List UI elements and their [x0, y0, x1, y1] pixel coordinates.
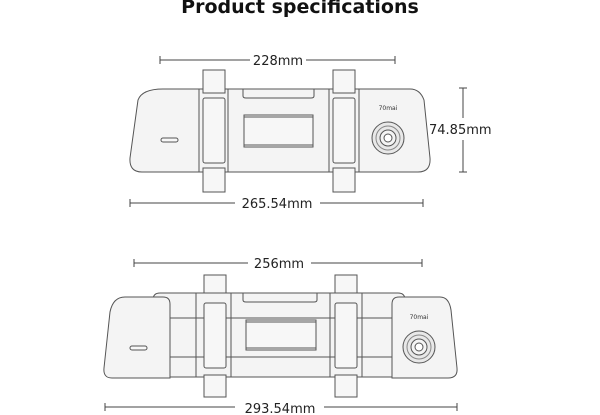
- bottom-outer-width-dimension: 293.54mm: [104, 402, 458, 415]
- brand-logo: 70mai: [379, 105, 398, 112]
- camera-lens-icon: [371, 121, 405, 155]
- bottom-mirror-diagram: 256mm 70mai 293.54mm: [103, 257, 458, 415]
- button-pill: [160, 137, 179, 143]
- top-mirror-diagram: 228mm 70mai 74.85mm: [129, 54, 492, 212]
- top-inner-width-dimension: 228mm: [159, 54, 396, 69]
- button-pill: [129, 345, 148, 351]
- bottom-outer-width-label: 293.54mm: [245, 402, 316, 415]
- bottom-inner-width-label: 256mm: [254, 257, 304, 272]
- height-dimension: 74.85mm: [429, 87, 492, 173]
- strap-top-right: [332, 69, 356, 94]
- top-notch: [242, 89, 315, 99]
- top-inner-width-label: 228mm: [253, 54, 303, 69]
- brand-logo: 70mai: [410, 314, 429, 321]
- camera-lens-icon: [402, 330, 436, 364]
- mount-plate: [245, 319, 317, 351]
- bottom-inner-width-dimension: 256mm: [133, 257, 423, 272]
- page-title: Product specifications: [181, 0, 419, 18]
- height-label: 74.85mm: [429, 123, 492, 138]
- top-outer-width-dimension: 265.54mm: [129, 197, 424, 212]
- strap-bottom-right: [332, 167, 356, 193]
- mount-plate: [243, 114, 314, 148]
- top-outer-width-label: 265.54mm: [242, 197, 313, 212]
- strap-top-left: [202, 69, 226, 94]
- left-end-panel: [103, 296, 171, 379]
- strap-bottom-left: [202, 167, 226, 193]
